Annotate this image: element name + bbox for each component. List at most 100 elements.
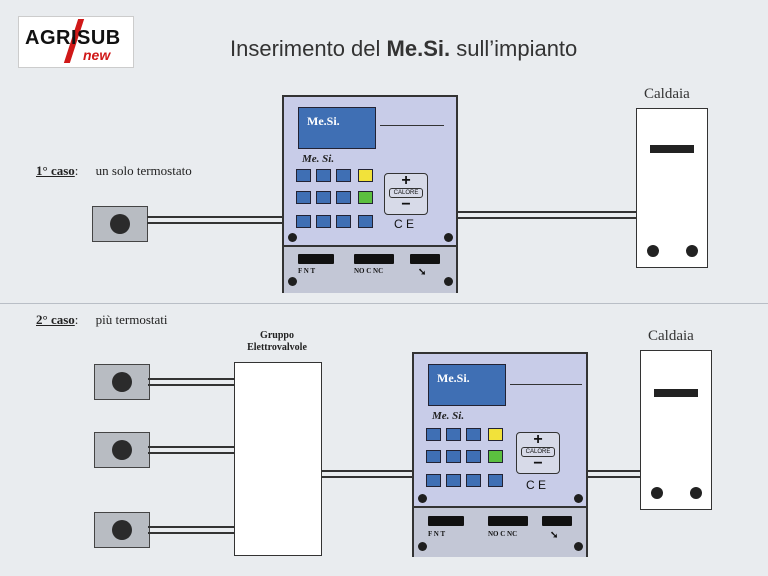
wire	[148, 526, 235, 534]
screw-icon	[418, 542, 427, 551]
device-key	[316, 169, 331, 182]
boiler-label: Caldaia	[644, 86, 690, 102]
ce-mark: C E	[394, 217, 415, 231]
terminal-block	[354, 254, 394, 264]
boiler-dot	[647, 245, 659, 257]
mesi-device: Me.Si. Me. Si. + CALORE − C E F N T NO C…	[282, 95, 458, 293]
agrisub-logo: AGRISUB new	[18, 16, 134, 68]
case1-heading: 1° caso: un solo termostato	[36, 163, 192, 178]
device-key-green	[358, 191, 373, 204]
case1-description: un solo termostato	[95, 163, 192, 178]
device-key	[296, 191, 311, 204]
device-key	[316, 191, 331, 204]
terminal-block	[410, 254, 440, 264]
wire	[148, 446, 235, 454]
screw-icon	[288, 277, 297, 286]
screw-icon	[418, 494, 427, 503]
device-key	[296, 169, 311, 182]
terminal-block	[428, 516, 464, 526]
device-screen: Me.Si.	[428, 364, 506, 406]
device-screen: Me.Si.	[298, 107, 376, 149]
thermostat-knob-icon	[112, 520, 132, 540]
wire	[586, 470, 642, 478]
terminal-strip: F N T NO C NC ➘	[284, 245, 456, 293]
terminal-label-fnt: F N T	[428, 530, 446, 538]
boiler-dot	[651, 487, 663, 499]
device-key	[446, 474, 461, 487]
wire	[148, 378, 235, 386]
wire	[147, 216, 283, 224]
ce-mark: C E	[526, 478, 547, 492]
case2-description: più termostati	[95, 312, 168, 327]
device-key	[336, 169, 351, 182]
screw-icon	[288, 233, 297, 242]
case1-label: 1° caso	[36, 163, 75, 178]
device-subtext: Me. Si.	[302, 153, 335, 165]
page-title: Inserimento del Me.Si. sull’impianto	[230, 36, 578, 61]
minus-icon: −	[401, 196, 411, 213]
screw-icon	[444, 233, 453, 242]
thermostat-knob-icon	[110, 214, 130, 234]
group-label: Gruppo Elettrovalvole	[247, 330, 307, 353]
device-key	[336, 191, 351, 204]
device-subtext: Me. Si.	[432, 410, 465, 422]
device-line	[510, 384, 582, 385]
device-key-green	[488, 450, 503, 463]
section-divider	[0, 303, 768, 304]
device-key	[426, 450, 441, 463]
calore-label: CALORE	[389, 188, 423, 198]
boiler-label: Caldaia	[648, 328, 694, 344]
device-key	[446, 450, 461, 463]
plus-icon: +	[401, 172, 411, 189]
thermostat-knob-icon	[112, 372, 132, 392]
screw-icon	[574, 542, 583, 551]
boiler-bar	[654, 389, 698, 397]
screw-icon	[444, 277, 453, 286]
screw-icon	[574, 494, 583, 503]
thermostat	[92, 206, 148, 242]
terminal-block	[298, 254, 334, 264]
device-key-yellow	[488, 428, 503, 441]
boiler-dot	[690, 487, 702, 499]
calore-control: + CALORE −	[384, 173, 428, 215]
device-key	[358, 215, 373, 228]
minus-icon: −	[533, 455, 543, 472]
terminal-label-fnt: F N T	[298, 267, 316, 275]
device-key	[488, 474, 503, 487]
calore-control: + CALORE −	[516, 432, 560, 474]
wire	[321, 470, 414, 478]
case2-label: 2° caso	[36, 312, 75, 327]
terminal-label-nocnc: NO C NC	[354, 267, 384, 275]
terminal-block	[488, 516, 528, 526]
device-key	[466, 474, 481, 487]
device-key	[426, 474, 441, 487]
device-key	[466, 428, 481, 441]
device-key	[426, 428, 441, 441]
device-key	[446, 428, 461, 441]
device-key	[296, 215, 311, 228]
device-key	[316, 215, 331, 228]
terminal-label-nocnc: NO C NC	[488, 530, 518, 538]
logo-sub-text: new	[83, 47, 111, 63]
calore-label: CALORE	[521, 447, 555, 457]
case2-heading: 2° caso: più termostati	[36, 312, 168, 327]
pump-icon: ➘	[418, 267, 427, 278]
thermostat-knob-icon	[112, 440, 132, 460]
device-key-yellow	[358, 169, 373, 182]
thermostat	[94, 432, 150, 468]
terminal-block	[542, 516, 572, 526]
boiler	[636, 108, 708, 268]
pump-icon: ➘	[550, 530, 559, 541]
plus-icon: +	[533, 431, 543, 448]
device-key	[466, 450, 481, 463]
valve-group	[234, 362, 322, 556]
boiler-dot	[686, 245, 698, 257]
terminal-strip: F N T NO C NC ➘	[414, 506, 586, 557]
thermostat	[94, 512, 150, 548]
logo-main-text: AGRISUB	[25, 27, 121, 49]
device-line	[380, 125, 444, 126]
boiler-bar	[650, 145, 694, 153]
thermostat	[94, 364, 150, 400]
wire	[456, 211, 636, 219]
boiler	[640, 350, 712, 510]
